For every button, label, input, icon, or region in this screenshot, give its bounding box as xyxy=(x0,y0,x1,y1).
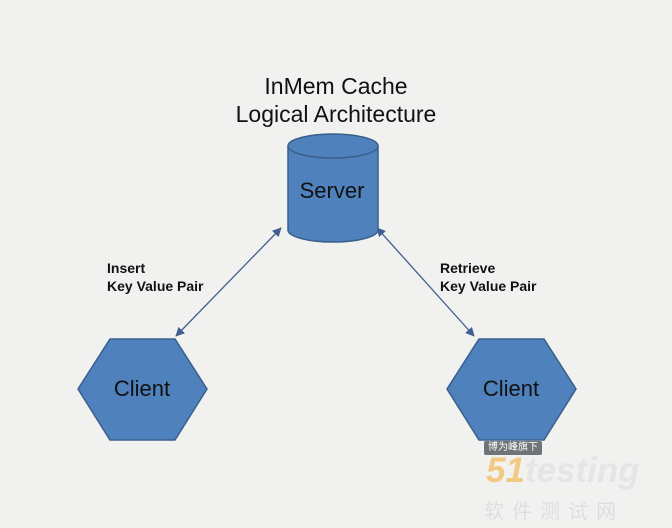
diagram-title: InMem Cache Logical Architecture xyxy=(186,72,486,128)
watermark-badge: 博为峰旗下 xyxy=(484,441,542,455)
edge-retrieve-line-2: Key Value Pair xyxy=(440,278,537,294)
title-line-1: InMem Cache xyxy=(264,73,408,99)
watermark-logo: 51testing xyxy=(486,451,640,491)
watermark-logo-text: testing xyxy=(524,451,640,490)
server-cylinder xyxy=(287,133,379,243)
client-left-label: Client xyxy=(113,376,171,401)
edge-retrieve-line-1: Retrieve xyxy=(440,260,496,276)
server-label: Server xyxy=(299,178,365,203)
edge-insert-label: Insert Key Value Pair xyxy=(107,259,204,295)
edge-retrieve-arrow xyxy=(376,227,475,337)
client-left-hexagon xyxy=(77,338,208,441)
client-right-hexagon xyxy=(446,338,577,441)
edge-retrieve-label: Retrieve Key Value Pair xyxy=(440,259,537,295)
edge-insert-line-2: Key Value Pair xyxy=(107,278,204,294)
edge-insert-line-1: Insert xyxy=(107,260,146,276)
client-right-label: Client xyxy=(482,376,540,401)
edge-insert-arrow xyxy=(175,227,282,337)
watermark-subtitle: 软件测试网 xyxy=(484,501,624,523)
watermark-logo-number: 51 xyxy=(486,451,525,490)
title-line-2: Logical Architecture xyxy=(235,101,437,127)
